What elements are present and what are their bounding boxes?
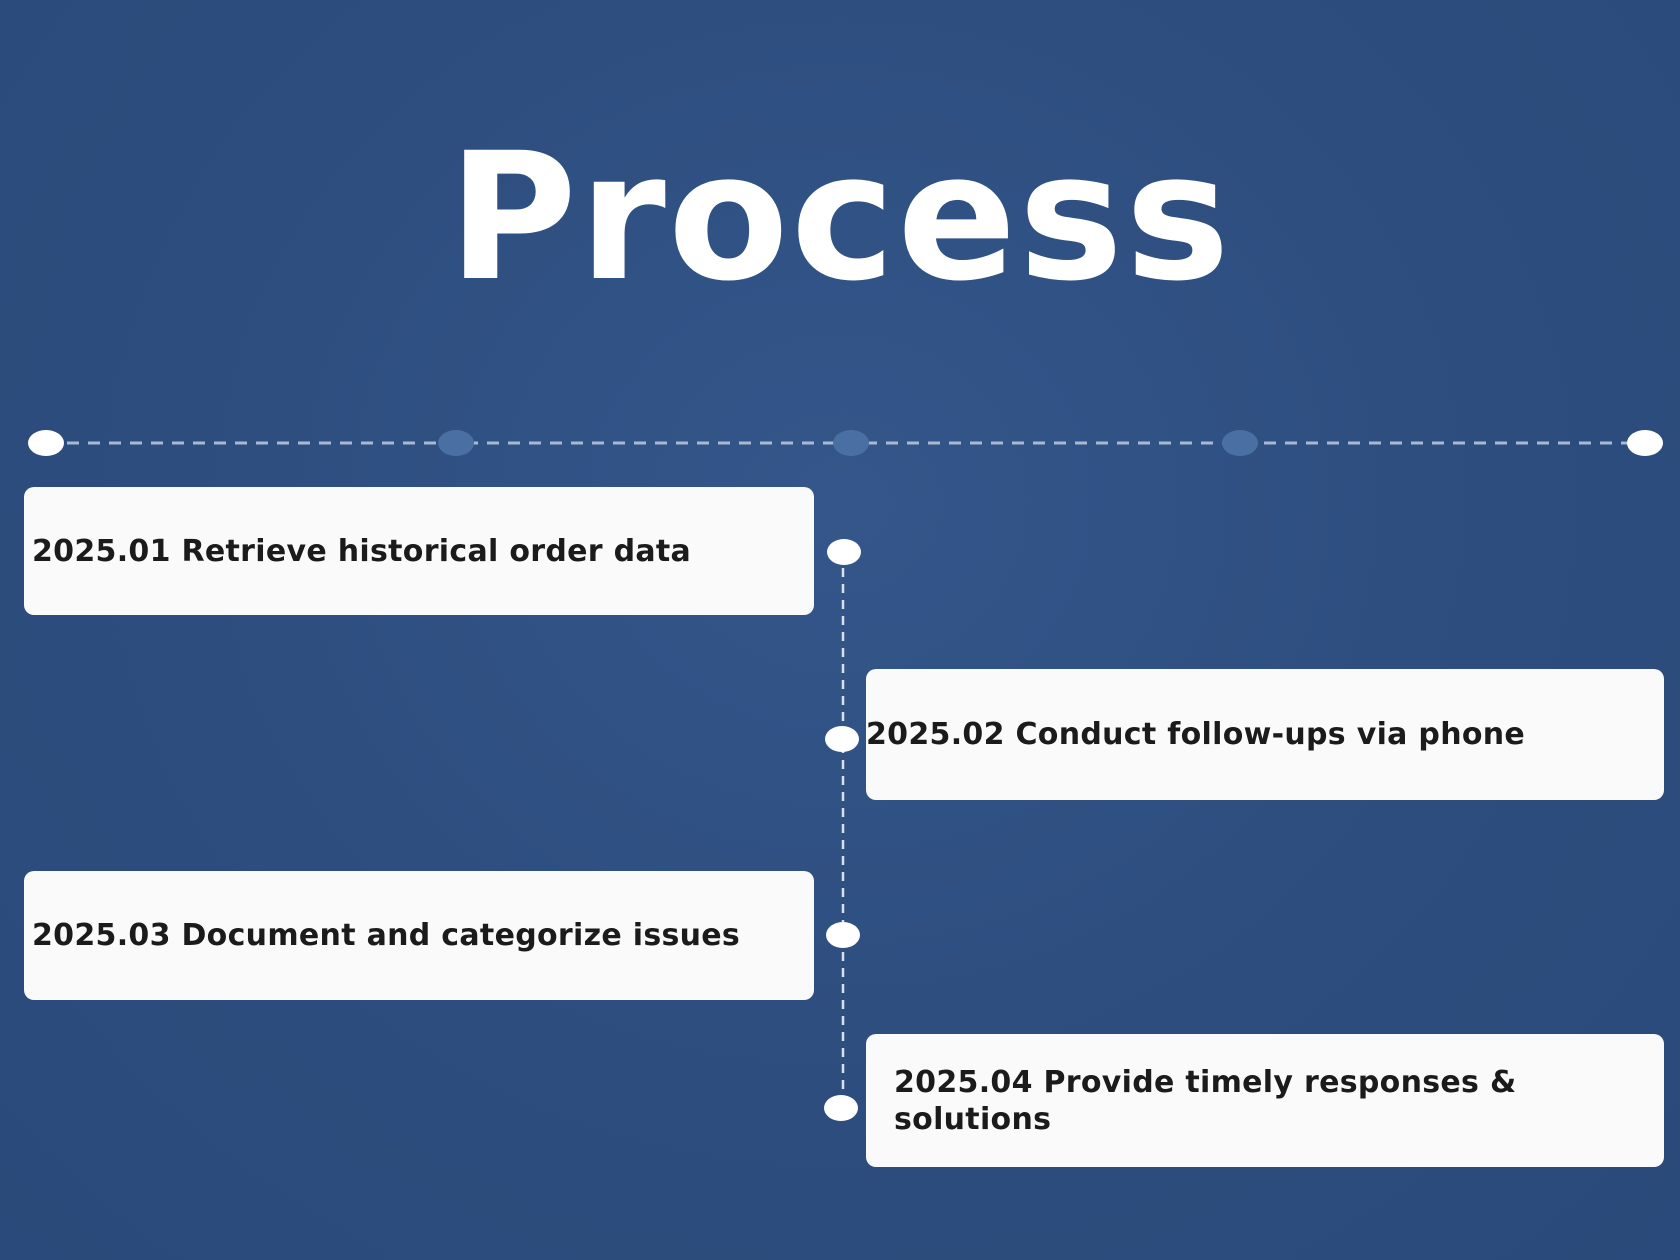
step-dot-3: [826, 922, 860, 948]
step-dot-4: [824, 1095, 858, 1121]
timeline-dot-blue-3: [1222, 430, 1258, 456]
step-text-1: 2025.01 Retrieve historical order data: [32, 533, 692, 569]
step-card-4: 2025.04 Provide timely responses & solut…: [866, 1034, 1664, 1167]
step-text-4: 2025.04 Provide timely responses & solut…: [894, 1064, 1517, 1137]
step-card-2: 2025.02 Conduct follow-ups via phone: [866, 669, 1664, 800]
timeline-dot-start: [28, 430, 64, 456]
step-text-3: 2025.03 Document and categorize issues: [32, 918, 741, 953]
timeline-dot-blue-2: [833, 430, 869, 456]
step-text-2: 2025.02 Conduct follow-ups via phone: [866, 717, 1526, 752]
step-dot-2: [825, 726, 859, 752]
step-card-3: 2025.03 Document and categorize issues: [24, 871, 814, 1000]
step-dot-1: [827, 539, 861, 565]
timeline-dot-end: [1627, 430, 1663, 456]
slide-title: Process: [448, 115, 1232, 320]
timeline-dot-blue-1: [438, 430, 474, 456]
step-card-1: 2025.01 Retrieve historical order data: [24, 487, 814, 615]
